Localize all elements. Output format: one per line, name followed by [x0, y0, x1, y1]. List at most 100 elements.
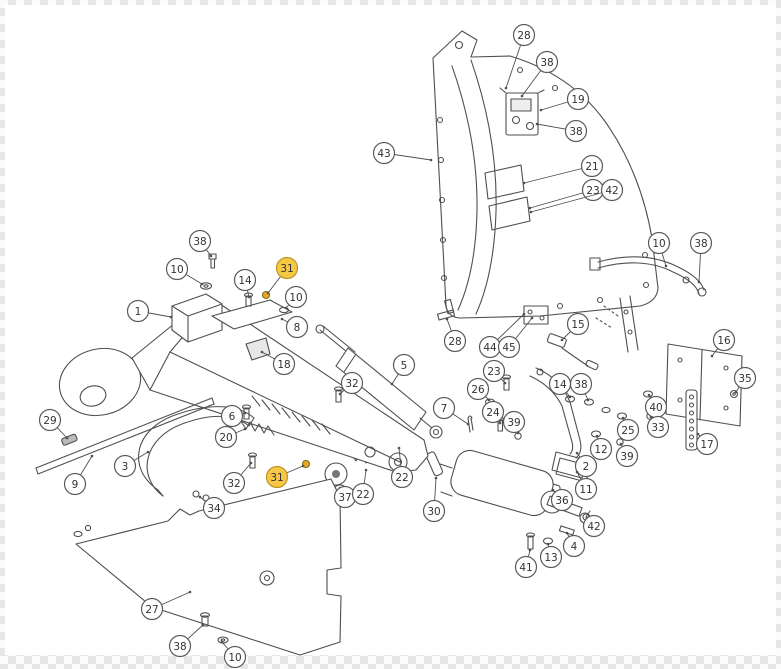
callout-32[interactable]: 32 [338, 371, 364, 396]
callout-balloon[interactable] [566, 87, 590, 111]
callout-balloon[interactable] [481, 400, 505, 424]
callout-6[interactable]: 6 [220, 404, 247, 428]
callout-balloon[interactable] [432, 396, 456, 420]
callout-balloon[interactable] [233, 268, 257, 292]
callout-balloon[interactable] [284, 285, 308, 309]
callout-balloon[interactable] [497, 335, 521, 359]
callout-balloon[interactable] [223, 645, 247, 669]
callout-5[interactable]: 5 [390, 353, 416, 386]
callout-11[interactable]: 11 [574, 470, 598, 501]
callout-41[interactable]: 41 [514, 548, 538, 579]
callout-21[interactable]: 21 [522, 154, 604, 185]
callout-balloon[interactable] [140, 597, 164, 621]
callout-2[interactable]: 2 [574, 451, 598, 478]
callout-10[interactable]: 10 [647, 231, 671, 268]
callout-29[interactable]: 29 [38, 408, 69, 440]
callout-31-highlighted[interactable]: 31 [266, 256, 299, 295]
callout-balloon[interactable] [580, 154, 604, 178]
callout-38[interactable]: 38 [689, 231, 713, 284]
callout-17[interactable]: 17 [695, 432, 719, 456]
callout-22[interactable]: 22 [351, 468, 375, 506]
callout-balloon[interactable] [550, 488, 574, 512]
callout-balloon[interactable] [512, 23, 536, 47]
callout-43[interactable]: 43 [372, 141, 433, 165]
callout-balloon[interactable] [340, 371, 364, 395]
callout-balloon[interactable] [372, 141, 396, 165]
callout-39[interactable]: 39 [502, 410, 526, 435]
callout-45[interactable]: 45 [497, 316, 534, 359]
callout-balloon[interactable] [689, 231, 713, 255]
callout-balloon[interactable] [574, 477, 598, 501]
callout-31-highlighted[interactable]: 31 [265, 464, 305, 489]
callout-4[interactable]: 4 [562, 531, 586, 558]
callout-balloon[interactable] [188, 229, 212, 253]
callout-balloon[interactable] [646, 415, 670, 439]
callout-balloon[interactable] [275, 256, 299, 280]
callout-14[interactable]: 14 [548, 372, 572, 399]
callout-balloon[interactable] [126, 299, 150, 323]
callout-8[interactable]: 8 [280, 315, 309, 339]
callout-14[interactable]: 14 [233, 268, 257, 299]
callout-38[interactable]: 38 [569, 372, 593, 402]
callout-balloon[interactable] [482, 359, 506, 383]
callout-balloon[interactable] [616, 418, 640, 442]
callout-balloon[interactable] [351, 482, 375, 506]
callout-40[interactable]: 40 [644, 393, 668, 419]
callout-39[interactable]: 39 [615, 442, 639, 468]
callout-balloon[interactable] [564, 119, 588, 143]
callout-36[interactable]: 36 [550, 488, 574, 512]
callout-balloon[interactable] [220, 404, 244, 428]
callout-balloon[interactable] [113, 454, 137, 478]
callout-balloon[interactable] [422, 499, 446, 523]
callout-balloon[interactable] [443, 329, 467, 353]
callout-balloon[interactable] [265, 465, 289, 489]
callout-balloon[interactable] [390, 465, 414, 489]
callout-38[interactable]: 38 [168, 623, 205, 658]
callout-balloon[interactable] [165, 257, 189, 281]
callout-balloon[interactable] [502, 410, 526, 434]
callout-balloon[interactable] [539, 545, 563, 569]
callout-balloon[interactable] [535, 50, 559, 74]
callout-10[interactable]: 10 [220, 640, 247, 669]
callout-44[interactable]: 44 [478, 312, 526, 359]
callout-12[interactable]: 12 [589, 434, 613, 461]
callout-balloon[interactable] [574, 454, 598, 478]
callout-balloon[interactable] [615, 444, 639, 468]
callout-34[interactable]: 34 [198, 495, 226, 520]
callout-balloon[interactable] [466, 377, 490, 401]
callout-balloon[interactable] [647, 231, 671, 255]
callout-balloon[interactable] [569, 372, 593, 396]
callout-28[interactable]: 28 [504, 23, 536, 90]
callout-32[interactable]: 32 [222, 461, 253, 495]
callout-10[interactable]: 10 [165, 257, 204, 286]
callout-9[interactable]: 9 [63, 454, 94, 496]
callout-38[interactable]: 38 [520, 50, 559, 98]
callout-33[interactable]: 33 [646, 415, 670, 439]
callout-balloon[interactable] [566, 312, 590, 336]
callout-19[interactable]: 19 [539, 87, 590, 112]
callout-balloon[interactable] [733, 366, 757, 390]
callout-25[interactable]: 25 [616, 416, 640, 442]
callout-20[interactable]: 20 [214, 425, 247, 449]
callout-balloon[interactable] [562, 534, 586, 558]
callout-balloon[interactable] [214, 425, 238, 449]
callout-38[interactable]: 38 [535, 119, 588, 143]
callout-balloon[interactable] [63, 472, 87, 496]
callout-30[interactable]: 30 [422, 476, 446, 523]
callout-28[interactable]: 28 [443, 317, 467, 353]
callout-balloon[interactable] [600, 178, 624, 202]
callout-balloon[interactable] [392, 353, 416, 377]
callout-13[interactable]: 13 [539, 542, 563, 569]
callout-42[interactable]: 42 [529, 178, 624, 214]
callout-38[interactable]: 38 [188, 229, 213, 258]
callout-balloon[interactable] [582, 514, 606, 538]
callout-balloon[interactable] [589, 437, 613, 461]
callout-balloon[interactable] [222, 471, 246, 495]
callout-balloon[interactable] [514, 555, 538, 579]
callout-27[interactable]: 27 [140, 590, 192, 621]
callout-10[interactable]: 10 [284, 285, 308, 310]
callout-35[interactable]: 35 [733, 366, 757, 394]
callout-7[interactable]: 7 [432, 396, 470, 426]
callout-24[interactable]: 24 [481, 400, 505, 425]
callout-3[interactable]: 3 [113, 450, 150, 478]
